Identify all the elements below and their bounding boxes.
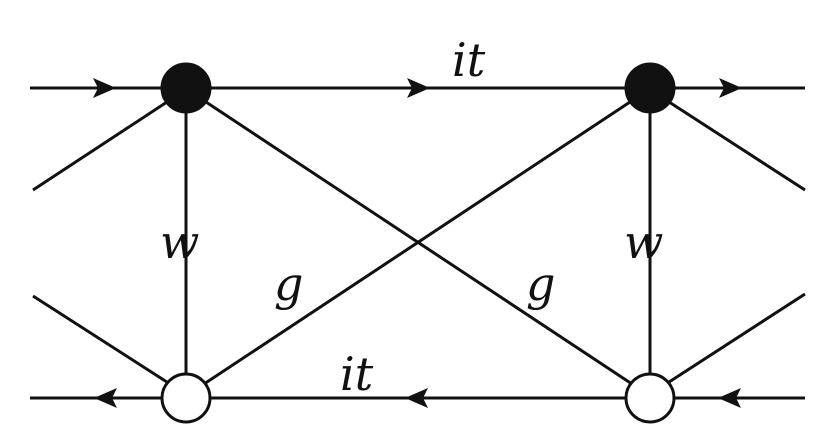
- top-middle-arrow: [407, 78, 430, 98]
- bottom-middle-arrow: [405, 388, 428, 408]
- cross-line-top-right-to-bottom-left: [203, 100, 631, 386]
- right-vertical-label: w: [624, 215, 663, 269]
- left-lower-leg: [32, 294, 171, 386]
- top-left-vertex: [160, 62, 212, 114]
- left-vertical-label: w: [160, 215, 199, 269]
- top-edge-label: it: [452, 33, 486, 87]
- bottom-left-arrow: [94, 388, 117, 408]
- top-left-arrow: [93, 78, 116, 98]
- right-upper-leg: [665, 98, 806, 192]
- cross-left-label: g: [274, 257, 303, 311]
- right-lower-leg: [665, 292, 806, 386]
- cross-right-label: g: [526, 257, 555, 311]
- bottom-edge-label: it: [340, 347, 374, 401]
- bottom-right-arrow: [718, 388, 741, 408]
- bottom-left-vertex: [160, 372, 212, 424]
- top-right-arrow: [719, 78, 742, 98]
- top-right-vertex: [624, 62, 676, 114]
- bottom-right-vertex: [624, 372, 676, 424]
- left-upper-leg: [32, 98, 171, 192]
